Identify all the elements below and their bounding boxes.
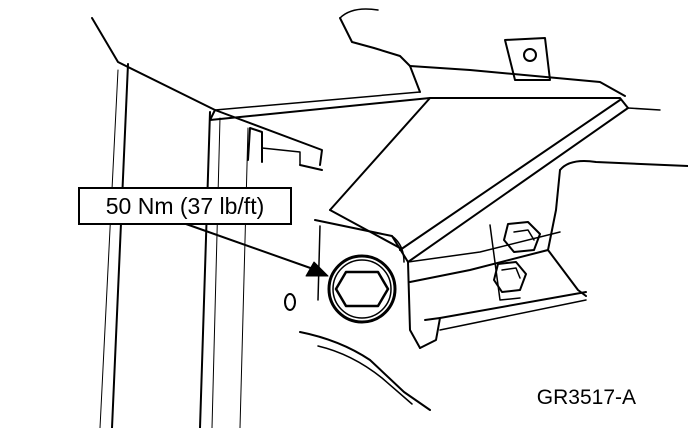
- hex-nut-icon: [503, 221, 541, 253]
- callout-leader: [185, 223, 329, 277]
- arrow-head-icon: [305, 261, 329, 277]
- upper-tab: [504, 37, 551, 81]
- right-frame: [407, 107, 688, 331]
- small-hole: [284, 293, 296, 311]
- torque-label: 50 Nm (37 lb/ft): [105, 192, 265, 219]
- strut-arms: [329, 97, 629, 263]
- hex-nut-icon: [493, 261, 527, 293]
- hex-bolt-icon: [327, 254, 397, 324]
- mount-bracket: [299, 219, 441, 411]
- upper-bracket: [209, 8, 629, 121]
- upper-tab-hole: [523, 48, 537, 62]
- torque-callout: 50 Nm (37 lb/ft): [78, 187, 292, 225]
- figure-id: GR3517-A: [536, 386, 636, 409]
